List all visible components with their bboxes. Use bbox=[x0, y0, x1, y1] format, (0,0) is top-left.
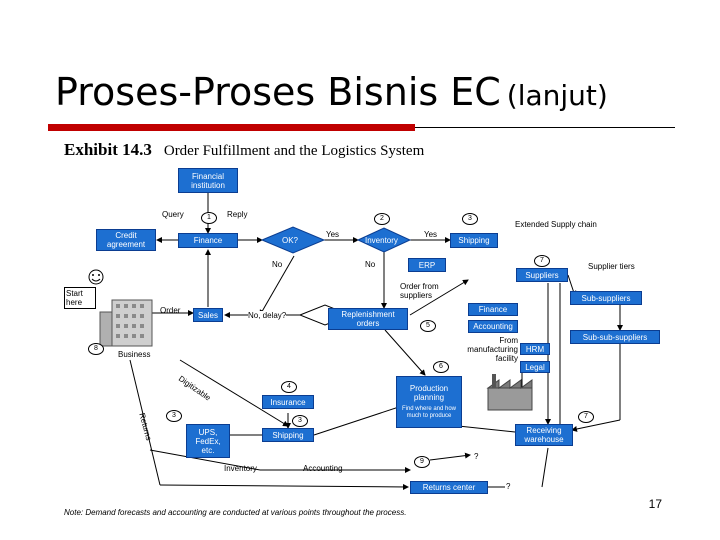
step-7-top-badge: 7 bbox=[534, 255, 550, 267]
slide-title-main: Proses-Proses Bisnis EC bbox=[55, 70, 501, 114]
ups-box: UPS, FedEx, etc. bbox=[186, 424, 230, 458]
step-2-badge: 2 bbox=[374, 213, 390, 225]
insurance-box: Insurance bbox=[262, 395, 314, 409]
sub-suppliers-box: Sub-suppliers bbox=[570, 291, 642, 305]
step-4-badge: 4 bbox=[281, 381, 297, 393]
exhibit-heading: Exhibit 14.3 Order Fulfillment and the Lo… bbox=[64, 140, 424, 160]
ok-decision-label: OK? bbox=[282, 236, 299, 245]
slide-title-suffix: (lanjut) bbox=[506, 79, 608, 112]
query-label: Query bbox=[162, 210, 184, 219]
finance-right-box: Finance bbox=[468, 303, 518, 316]
order-label: Order bbox=[160, 306, 181, 315]
question-label-1: ? bbox=[474, 452, 479, 461]
credit-agreement-box: Credit agreement bbox=[96, 229, 156, 251]
yes-label-2: Yes bbox=[424, 230, 438, 239]
exhibit-title: Order Fulfillment and the Logistics Syst… bbox=[163, 143, 425, 159]
line-inventory-accounting bbox=[149, 449, 261, 471]
no-label-1: No bbox=[272, 260, 283, 269]
erp-box: ERP bbox=[408, 258, 446, 272]
yes-label-1: Yes bbox=[326, 230, 340, 239]
production-planning-box: Production planning Find where and how m… bbox=[396, 376, 462, 428]
line-replenish-production bbox=[384, 329, 426, 376]
step-1-badge: 1 bbox=[201, 212, 217, 224]
step-7-bottom-badge: 7 bbox=[578, 411, 594, 423]
supplier-tiers-label: Supplier tiers bbox=[588, 262, 635, 271]
receiving-warehouse-box: Receiving warehouse bbox=[515, 424, 573, 446]
inventory-diamond-shape bbox=[356, 227, 412, 253]
line-ok-no bbox=[259, 255, 295, 316]
line-step9 bbox=[429, 452, 471, 461]
start-here-label: Start here bbox=[64, 287, 96, 309]
line-subsub-receiving bbox=[571, 419, 621, 432]
from-manufacturing-label: From manufacturing facility bbox=[467, 336, 518, 363]
order-from-suppliers-label: Order from suppliers bbox=[400, 282, 439, 300]
step-6-badge: 6 bbox=[433, 361, 449, 373]
question-label-2: ? bbox=[506, 482, 511, 491]
page-number: 17 bbox=[648, 497, 662, 511]
production-planning-detail: Find where and how much to produce bbox=[401, 406, 457, 419]
shipping-bottom-box: Shipping bbox=[262, 428, 314, 442]
business-building-icon bbox=[99, 299, 153, 347]
no-label-2: No bbox=[365, 260, 376, 269]
line-returns-up bbox=[541, 447, 549, 488]
line-digitizable bbox=[179, 359, 289, 427]
no-delay-label: No, delay? bbox=[248, 311, 287, 320]
step-3-badge: 3 bbox=[462, 213, 478, 225]
step-3-left-badge: 3 bbox=[166, 410, 182, 422]
business-label: Business bbox=[118, 350, 151, 359]
production-planning-title: Production planning bbox=[409, 384, 449, 402]
line-replenish-suppliers bbox=[409, 279, 469, 316]
ok-diamond-shape bbox=[260, 226, 326, 254]
title-accent-bar bbox=[48, 124, 415, 131]
step-9-badge: 9 bbox=[414, 456, 430, 468]
line-returns-bottom bbox=[159, 483, 409, 490]
legal-box: Legal bbox=[520, 361, 550, 373]
step-5-badge: 5 bbox=[420, 320, 436, 332]
line-returns-left bbox=[129, 359, 161, 486]
title-rule-line bbox=[415, 127, 675, 128]
shipping-top-box: Shipping bbox=[450, 233, 498, 248]
exhibit-note: Note: Demand forecasts and accounting ar… bbox=[64, 508, 407, 517]
sales-box: Sales bbox=[193, 308, 223, 322]
replenishment-orders-box: Replenishment orders bbox=[328, 308, 408, 330]
customer-smiley-icon bbox=[88, 269, 104, 285]
hrm-box: HRM bbox=[520, 343, 550, 355]
reply-label: Reply bbox=[227, 210, 248, 219]
factory-icon bbox=[486, 374, 533, 411]
accounting-bottom-label: Accounting bbox=[303, 464, 343, 473]
financial-institution-box: Financial institution bbox=[178, 168, 238, 193]
step-8-badge: 8 bbox=[88, 343, 104, 355]
inventory-bottom-label: Inventory bbox=[224, 464, 257, 473]
extended-supply-chain-label: Extended Supply chain bbox=[515, 220, 597, 229]
accounting-right-box: Accounting bbox=[468, 320, 518, 333]
inventory-decision-label: Inventory bbox=[365, 236, 398, 245]
finance-box: Finance bbox=[178, 233, 238, 248]
step-3-bottom-badge: 3 bbox=[292, 415, 308, 427]
exhibit-number: Exhibit 14.3 bbox=[64, 140, 152, 159]
returns-center-box: Returns center bbox=[410, 481, 488, 494]
suppliers-box: Suppliers bbox=[516, 268, 568, 282]
slide-title: Proses-Proses Bisnis EC(lanjut) bbox=[55, 70, 608, 114]
sub-sub-suppliers-box: Sub-sub-suppliers bbox=[570, 330, 660, 344]
